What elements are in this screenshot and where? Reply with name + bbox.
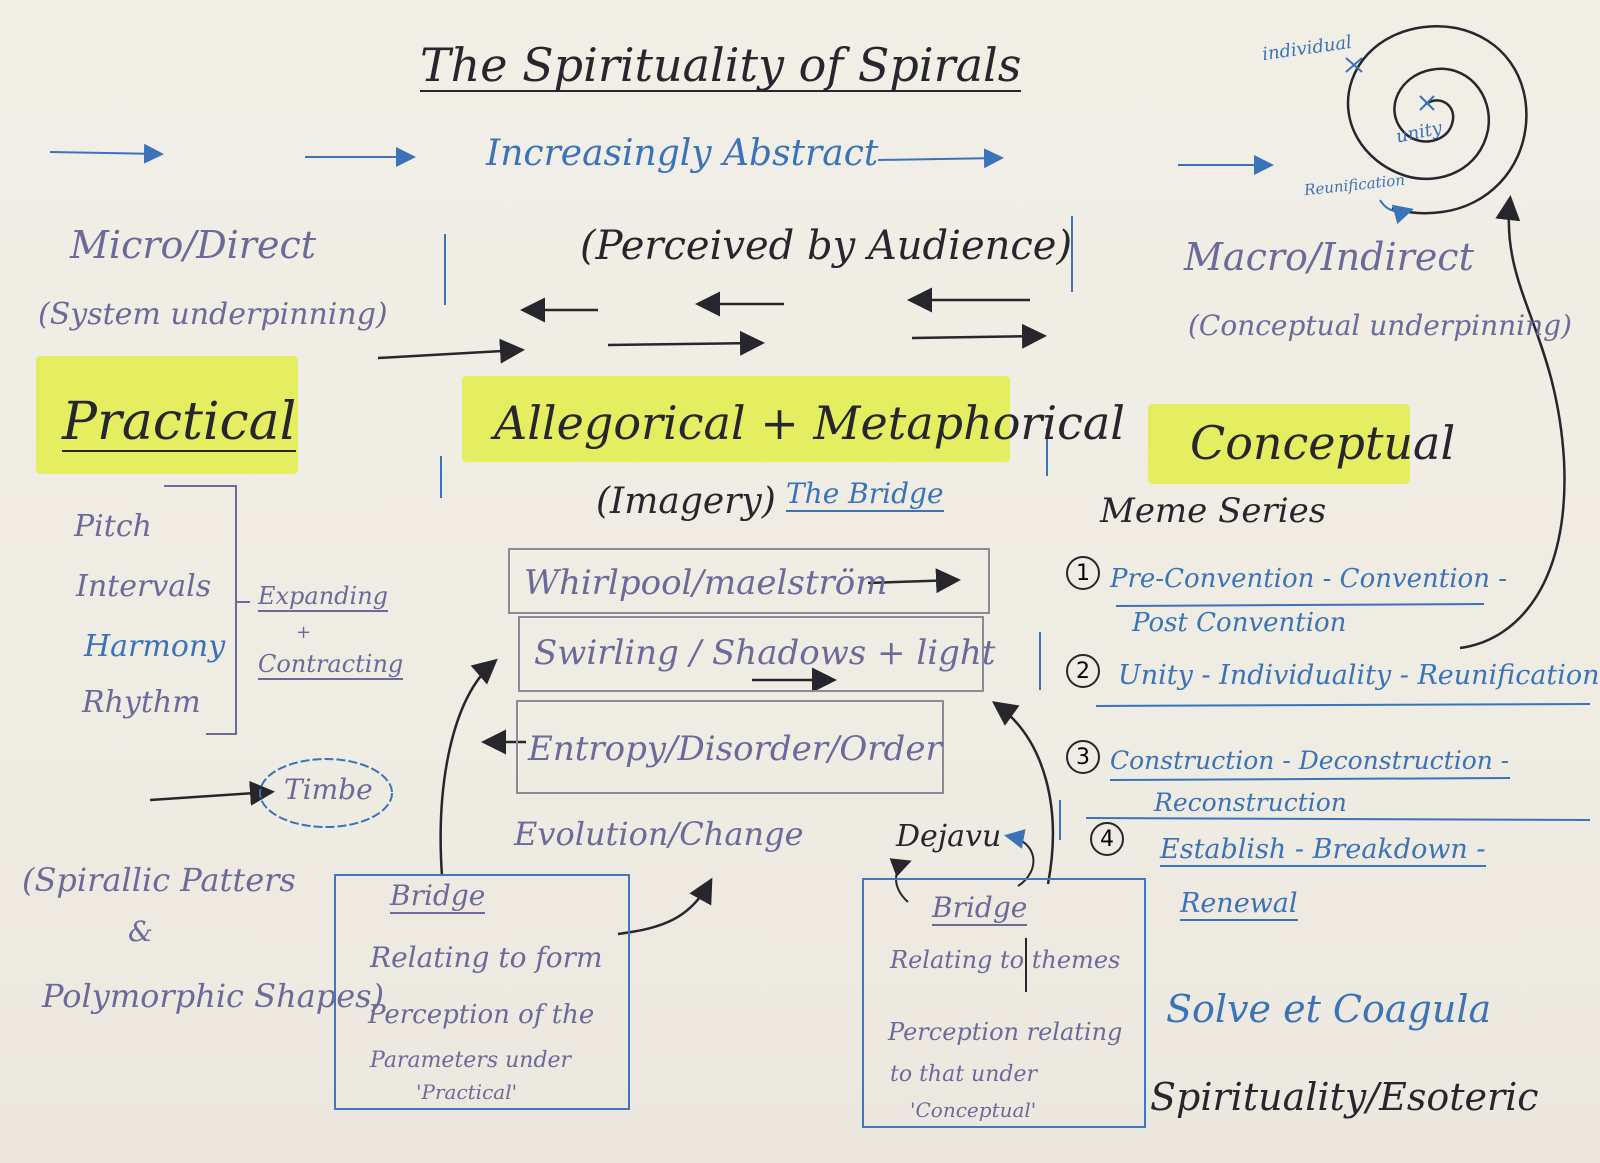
- series-number-3: 3: [1066, 740, 1100, 774]
- highlight-allegorical: [462, 376, 1010, 462]
- timbre-arrow: [149, 780, 275, 806]
- row-evolution: Evolution/Change: [514, 815, 804, 853]
- series-1-line1: Pre-Convention - Convention -: [1110, 564, 1508, 594]
- arrow-right-1: [377, 338, 525, 364]
- left-bridge-box: [334, 874, 630, 1110]
- arrow-right-3: [911, 323, 1047, 349]
- the-bridge-label: The Bridge: [786, 477, 944, 512]
- spirallic-patterns-label: (Spirallic Patters: [22, 861, 296, 899]
- system-underpinning-label: (System underpinning): [38, 297, 388, 332]
- highlight-practical: [36, 356, 298, 474]
- series-number-2: 2: [1066, 654, 1100, 688]
- conceptual-heading: Conceptual: [1190, 416, 1456, 470]
- timbre-label: Timbe: [284, 773, 373, 806]
- right-bridge-line1: Relating to themes: [890, 946, 1121, 974]
- series-1-line2: Post Convention: [1132, 608, 1347, 638]
- expanding-label: Expanding: [258, 582, 389, 612]
- left-bridge-line3: Parameters under: [370, 1048, 572, 1073]
- left-bridge-right-arrow: [617, 877, 713, 936]
- spirituality-esoteric: Spirituality/Esoteric: [1150, 1075, 1539, 1119]
- spirallic-ampersand: &: [128, 915, 153, 948]
- row-entropy: Entropy/Disorder/Order: [528, 729, 942, 769]
- divider-ticks: [440, 216, 1073, 690]
- practical-item-harmony: Harmony: [84, 629, 226, 664]
- whirlpool-arrow: [867, 568, 961, 594]
- series-2-line1: Unity - Individuality - Reunification: [1118, 660, 1600, 691]
- timbre-cloud: [259, 758, 393, 828]
- left-bridge-title: Bridge: [390, 879, 486, 914]
- left-bridge-line2: Perception of the: [368, 1000, 595, 1030]
- series-4-line1: Establish - Breakdown -: [1160, 834, 1486, 867]
- blue-arrow-1: [49, 143, 164, 164]
- practical-bracket: [164, 485, 237, 735]
- row-swirling: Swirling / Shadows + light: [534, 633, 996, 673]
- right-bridge-up-arrow: [991, 701, 1055, 885]
- practical-item-pitch: Pitch: [74, 509, 152, 544]
- series-underlines: [1085, 603, 1591, 821]
- blue-arrow-3: [877, 148, 1004, 169]
- abstraction-arrows: [49, 143, 1274, 175]
- spiral-marks: [1345, 57, 1435, 225]
- right-bridge-title: Bridge: [932, 891, 1028, 926]
- meme-series-label: Meme Series: [1100, 491, 1327, 531]
- return-arrow: [1459, 195, 1566, 650]
- conceptual-underpinning-label: (Conceptual underpinning): [1188, 309, 1572, 342]
- right-bridge-line4: 'Conceptual': [910, 1098, 1037, 1122]
- page-title: The Spirituality of Spirals: [420, 38, 1022, 92]
- imagery-label: (Imagery): [596, 481, 776, 522]
- right-bridge-line2: Perception relating: [888, 1018, 1123, 1046]
- micro-direct-label: Micro/Direct: [70, 223, 317, 267]
- series-3-line1: Construction - Deconstruction -: [1110, 746, 1510, 775]
- practical-item-intervals: Intervals: [76, 569, 212, 604]
- dejavu-label: Dejavu: [896, 819, 1002, 854]
- series-4-line2: Renewal: [1180, 888, 1298, 921]
- left-bridge-line4: 'Practical': [416, 1080, 518, 1104]
- arrow-right-2: [607, 330, 765, 356]
- whirlpool-box: [508, 548, 990, 614]
- perceived-by-audience: (Perceived by Audience): [580, 223, 1073, 269]
- right-bridge-box: [862, 878, 1146, 1128]
- highlight-conceptual: [1148, 404, 1410, 484]
- left-bridge-up-arrow: [439, 658, 498, 877]
- dejavu-arrow: [1004, 829, 1035, 887]
- practical-item-rhythm: Rhythm: [82, 685, 201, 720]
- allegorical-metaphorical-heading: Allegorical + Metaphorical: [494, 396, 1125, 450]
- practical-heading: Practical: [62, 392, 297, 452]
- left-bridge-line1: Relating to form: [370, 941, 603, 974]
- series-number-1: 1: [1066, 556, 1100, 590]
- entropy-box: [516, 700, 944, 794]
- solve-et-coagula: Solve et Coagula: [1166, 987, 1492, 1031]
- right-bridge-line3: to that under: [890, 1062, 1037, 1087]
- perception-arrows: [377, 287, 1047, 364]
- polymorphic-shapes-label: Polymorphic Shapes): [42, 977, 385, 1015]
- increasingly-abstract-label: Increasingly Abstract: [486, 133, 879, 174]
- plus-sign: +: [296, 622, 312, 643]
- macro-indirect-label: Macro/Indirect: [1184, 235, 1474, 279]
- swirling-box: [518, 616, 984, 692]
- spiral-drawing: [1346, 25, 1528, 215]
- series-number-4: 4: [1090, 822, 1124, 856]
- series-3-line2: Reconstruction: [1154, 788, 1347, 817]
- contracting-label: Contracting: [258, 650, 404, 680]
- row-whirlpool: Whirlpool/maelström: [524, 563, 888, 603]
